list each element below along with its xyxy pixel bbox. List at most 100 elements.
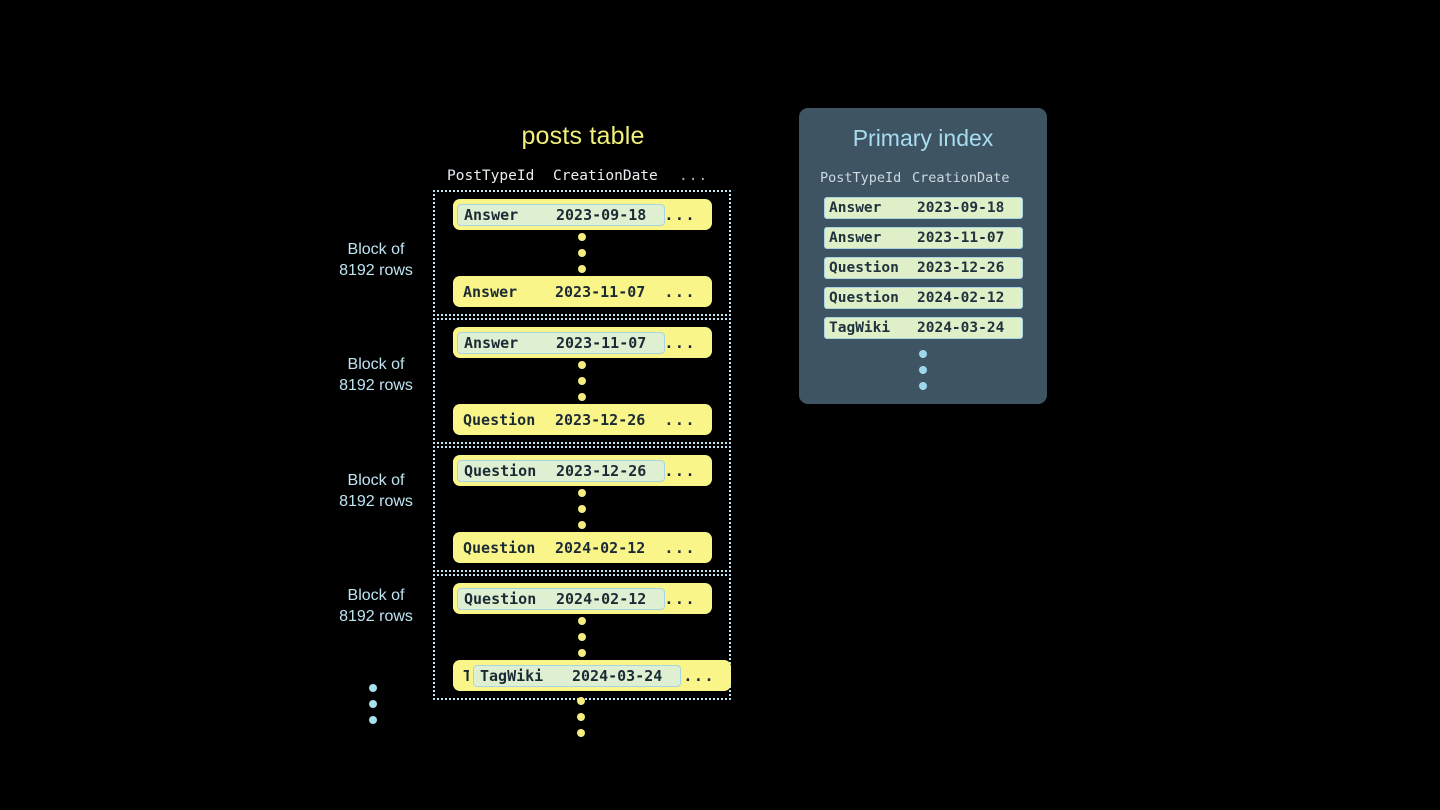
dot — [578, 521, 586, 529]
block-label-line1: Block of — [347, 356, 405, 373]
block-label-line2: 8192 rows — [339, 493, 413, 510]
cell-creationdate: 2023-12-26 — [917, 260, 1005, 276]
cell-posttypeid: Answer — [464, 205, 519, 224]
row-key-highlight: Answer 2023-11-07 — [457, 331, 665, 354]
cell-creationdate: 2023-11-07 — [917, 230, 1005, 246]
dot — [578, 265, 586, 273]
block-label: Block of 8192 rows — [306, 470, 446, 512]
primary-index-column-headers: PostTypeId CreationDate — [799, 170, 1047, 186]
block-label: Block of 8192 rows — [306, 239, 446, 281]
cell-ellipsis: ... — [664, 333, 696, 352]
row-key-highlight: Question 2023-12-26 — [457, 459, 665, 482]
cell-creationdate: 2024-02-12 — [556, 589, 647, 608]
index-mark-row: Answer 2023-09-18 — [824, 197, 1023, 219]
cell-creationdate: 2023-12-26 — [556, 461, 647, 480]
posts-table-column-headers: PostTypeId CreationDate ... — [447, 166, 719, 186]
cell-posttypeid: Question — [463, 538, 536, 557]
primary-index-continuation-dots — [799, 350, 1047, 390]
cell-creationdate: 2023-09-18 — [556, 205, 647, 224]
table-block: Answer 2023-09-18 ... Answer 2023-11-07 … — [433, 190, 731, 316]
column-header-creationdate: CreationDate — [912, 170, 1010, 186]
index-mark-row: Answer 2023-11-07 — [824, 227, 1023, 249]
table-row: Question 2024-02-12 ... — [453, 532, 712, 563]
index-mark-row: TagWiki 2024-03-24 — [824, 317, 1023, 339]
dot — [578, 489, 586, 497]
cell-creationdate: 2023-11-07 — [555, 282, 646, 301]
table-row: Answer 2023-09-18 ... — [453, 199, 712, 230]
cell-posttypeid: Answer — [464, 333, 519, 352]
primary-index-title: Primary index — [852, 125, 994, 151]
table-row: Question 2023-12-26 ... — [453, 404, 712, 435]
cell-ellipsis: ... — [664, 538, 696, 557]
table-continuation-dots — [577, 697, 585, 737]
cell-creationdate: 2024-03-24 — [572, 666, 663, 685]
posts-table-title: posts table — [521, 122, 645, 150]
cell-creationdate: 2023-09-18 — [917, 200, 1005, 216]
cell-ellipsis: ... — [664, 410, 696, 429]
row-key-highlight: Question 2024-02-12 — [457, 587, 665, 610]
row-key-highlight: TagWiki 2024-03-24 — [473, 664, 681, 687]
dot — [578, 377, 586, 385]
dot — [919, 366, 927, 374]
block-label-line2: 8192 rows — [339, 608, 413, 625]
index-mark-row: Question 2023-12-26 — [824, 257, 1023, 279]
column-header-posttypeid: PostTypeId — [447, 168, 535, 184]
column-header-creationdate: CreationDate — [553, 168, 658, 184]
row-key-highlight: Answer 2023-09-18 — [457, 203, 665, 226]
cell-posttypeid: TagWiki — [480, 666, 544, 685]
cell-posttypeid: Question — [464, 461, 537, 480]
column-header-ellipsis: ... — [679, 168, 709, 184]
table-row: TagWiki 2024-03-24 ... — [469, 660, 731, 691]
cell-posttypeid: Answer — [829, 200, 882, 216]
block-label: Block of 8192 rows — [306, 585, 446, 627]
block-label-line1: Block of — [347, 587, 405, 604]
dot — [578, 393, 586, 401]
index-mark-row: Question 2024-02-12 — [824, 287, 1023, 309]
column-header-posttypeid: PostTypeId — [820, 170, 902, 186]
vertical-ellipsis-dots — [435, 358, 729, 404]
dot — [577, 697, 585, 705]
cell-posttypeid: Question — [829, 260, 899, 276]
primary-index-panel: Primary index PostTypeId CreationDate An… — [799, 108, 1047, 404]
block-continuation-dots — [369, 684, 377, 724]
cell-posttypeid: Question — [829, 290, 899, 306]
dot — [369, 684, 377, 692]
primary-index-marks: Answer 2023-09-18 Answer 2023-11-07 Ques… — [799, 197, 1047, 339]
block-label-line1: Block of — [347, 472, 405, 489]
dot — [578, 505, 586, 513]
dot — [578, 249, 586, 257]
block-label-line2: 8192 rows — [339, 377, 413, 394]
cell-creationdate: 2023-12-26 — [555, 410, 646, 429]
dot — [578, 233, 586, 241]
cell-creationdate: 2024-03-24 — [917, 320, 1005, 336]
cell-ellipsis: ... — [683, 666, 715, 685]
dot — [578, 361, 586, 369]
dot — [578, 617, 586, 625]
vertical-ellipsis-dots — [435, 230, 729, 276]
cell-creationdate: 2024-02-12 — [555, 538, 646, 557]
dot — [919, 382, 927, 390]
posts-table-blocks: Answer 2023-09-18 ... Answer 2023-11-07 … — [433, 190, 731, 702]
cell-creationdate: 2023-11-07 — [556, 333, 647, 352]
cell-posttypeid: TagWiki — [829, 320, 891, 336]
table-row: Question 2024-02-12 ... — [453, 583, 712, 614]
table-row: Answer 2023-11-07 ... — [453, 276, 712, 307]
dot — [369, 716, 377, 724]
row-key: Answer 2023-11-07 — [457, 282, 663, 302]
block-label-line1: Block of — [347, 241, 405, 258]
vertical-ellipsis-dots — [435, 486, 729, 532]
cell-posttypeid: Question — [463, 410, 536, 429]
table-row: Question 2023-12-26 ... — [453, 455, 712, 486]
row-key: Question 2024-02-12 — [457, 538, 663, 558]
cell-posttypeid: Answer — [829, 230, 882, 246]
row-key: Question 2023-12-26 — [457, 410, 663, 430]
dot — [577, 713, 585, 721]
dot — [369, 700, 377, 708]
cell-ellipsis: ... — [664, 282, 696, 301]
block-label: Block of 8192 rows — [306, 354, 446, 396]
cell-ellipsis: ... — [664, 205, 696, 224]
table-block: Question 2023-12-26 ... Question 2024-02… — [433, 446, 731, 572]
cell-posttypeid: Answer — [463, 282, 518, 301]
cell-ellipsis: ... — [664, 461, 696, 480]
